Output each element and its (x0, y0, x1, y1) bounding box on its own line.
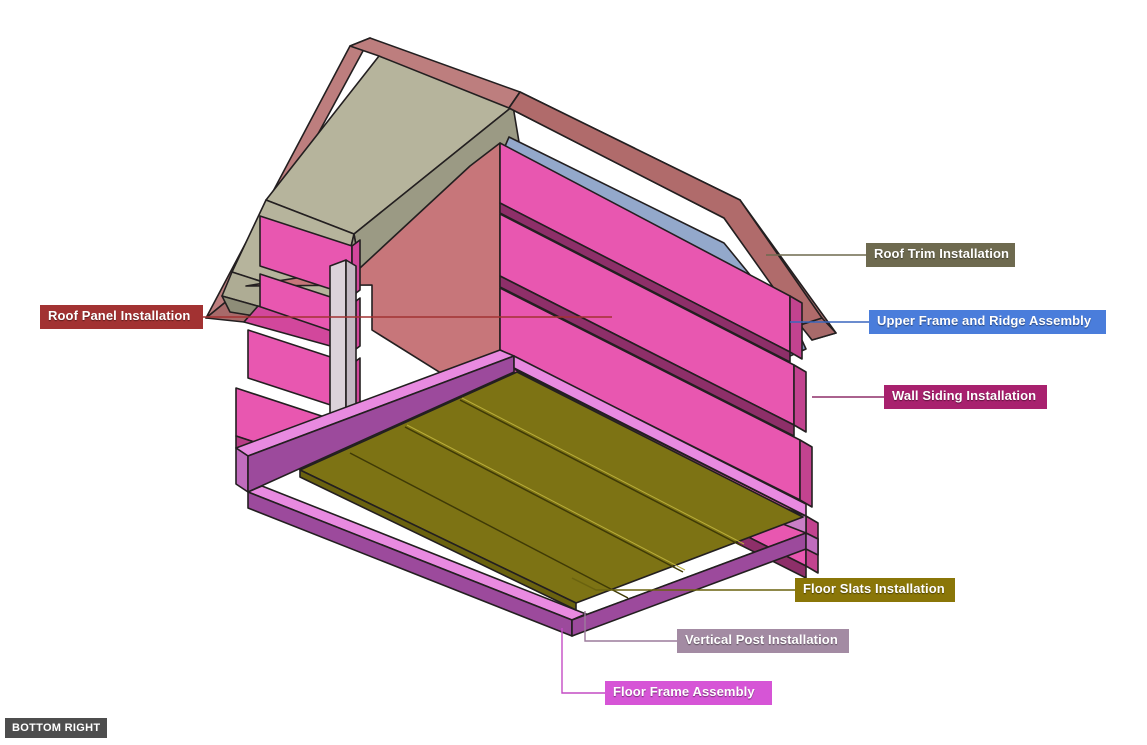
callout-upper-frame-and-ridge-assembly[interactable]: Upper Frame and Ridge Assembly (869, 310, 1106, 334)
callout-roof-trim-installation[interactable]: Roof Trim Installation (866, 243, 1015, 267)
floor-slats (299, 371, 804, 611)
floor-frame (235, 349, 819, 637)
callout-vertical-post-installation[interactable]: Vertical Post Installation (677, 629, 849, 653)
callout-floor-frame-assembly[interactable]: Floor Frame Assembly (605, 681, 772, 705)
leader-line-vertical-post-installation (584, 611, 677, 642)
leader-line-floor-frame-assembly (561, 628, 605, 694)
callout-leader-lines (203, 254, 884, 694)
leader-line-floor-slats-installation (571, 577, 795, 591)
callout-floor-slats-installation[interactable]: Floor Slats Installation (795, 578, 955, 602)
callout-roof-panel-installation[interactable]: Roof Panel Installation (40, 305, 203, 329)
callout-wall-siding-installation[interactable]: Wall Siding Installation (884, 385, 1047, 409)
view-orientation-badge: BOTTOM RIGHT (5, 718, 108, 738)
